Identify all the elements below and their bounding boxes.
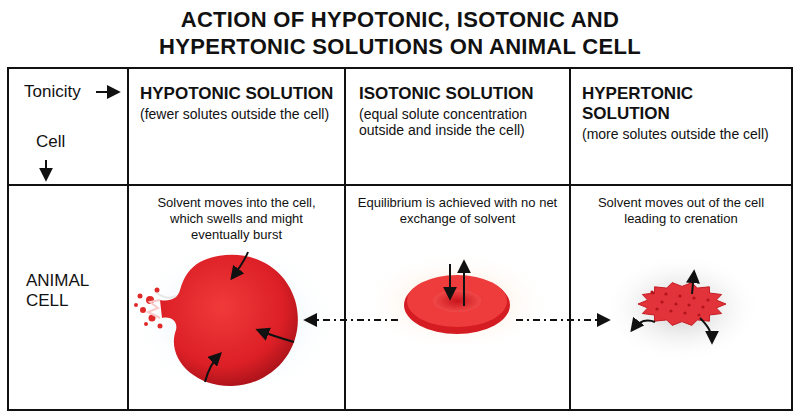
table-cell: Solvent moves out of the cell leading to… xyxy=(572,187,790,249)
texture-dot xyxy=(678,294,681,297)
cell-heading: HYPOTONIC SOLUTION xyxy=(140,84,335,104)
texture-dot xyxy=(650,290,653,293)
texture-dot xyxy=(651,291,654,294)
crenated-cell xyxy=(602,253,762,363)
texture-dot xyxy=(701,305,704,308)
texture-dot xyxy=(683,311,686,314)
table-cell: HYPOTONIC SOLUTION (fewer solutes outside… xyxy=(130,70,343,183)
table-cell: ANIMAL CELL xyxy=(10,187,126,408)
cell-heading: Solvent moves into the cell, which swell… xyxy=(140,195,333,243)
cell-heading: Tonicity xyxy=(24,82,81,102)
texture-dot xyxy=(674,302,677,305)
cell-text: (more solutes outside the cell) xyxy=(582,126,782,142)
cell-heading: HYPERTONIC SOLUTION xyxy=(582,84,782,124)
texture-dot xyxy=(660,300,663,303)
texture-dot xyxy=(664,292,667,295)
texture-dot xyxy=(706,298,709,301)
cell-heading: Equilibrium is achieved with no net exch… xyxy=(357,195,558,227)
texture-dot xyxy=(687,303,690,306)
cell-text: (equal solute concentration outside and … xyxy=(359,106,560,138)
normal-cell xyxy=(362,252,552,352)
texture-dot xyxy=(692,296,695,299)
table-cell: ISOTONIC SOLUTION(equal solute concentra… xyxy=(347,70,568,183)
diagram-title: ACTION OF HYPOTONIC, ISOTONIC AND HYPERT… xyxy=(120,6,680,60)
table-cell: HYPERTONIC SOLUTION (more solutes outside… xyxy=(572,70,790,183)
table-cell: Solvent moves into the cell, which swell… xyxy=(130,187,343,249)
cell-heading: ANIMAL CELL xyxy=(26,271,120,311)
cell-heading: Solvent moves out of the cell leading to… xyxy=(582,195,780,227)
texture-dot xyxy=(669,309,672,312)
cell-text: (fewer solutes outside the cell) xyxy=(140,106,335,122)
table-cell: Equilibrium is achieved with no net exch… xyxy=(347,187,568,249)
texture-dot xyxy=(655,307,658,310)
cell-heading: ISOTONIC SOLUTION xyxy=(359,84,560,104)
cell-text: Cell xyxy=(36,132,65,152)
texture-dot xyxy=(697,313,700,316)
dashed-arrows xyxy=(306,319,608,321)
table-cell: TonicityCell xyxy=(10,70,126,183)
table-grid xyxy=(8,68,792,410)
